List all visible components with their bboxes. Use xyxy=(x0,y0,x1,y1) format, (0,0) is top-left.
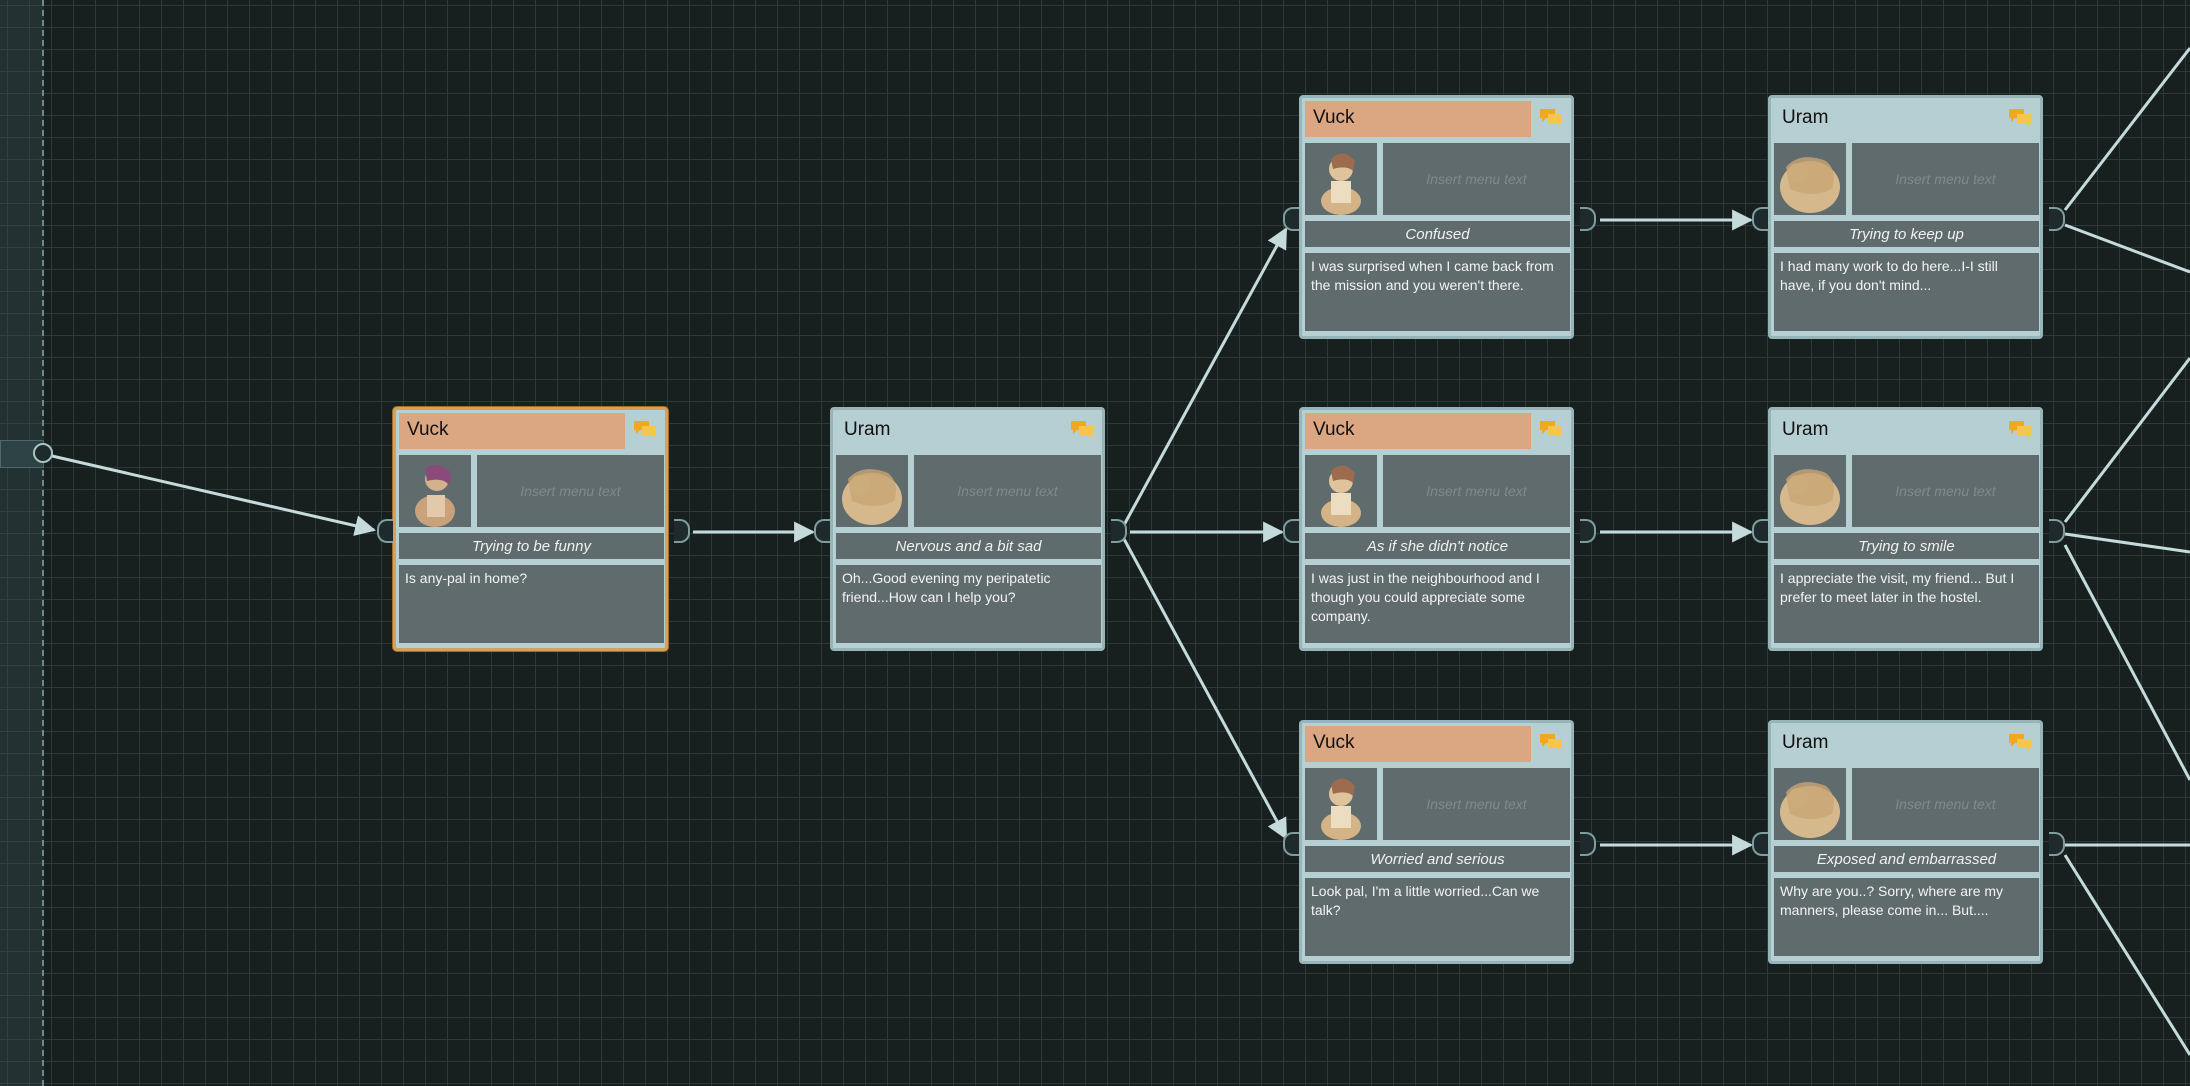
output-port[interactable] xyxy=(2049,207,2065,231)
speech-bubble-icon[interactable] xyxy=(2007,107,2033,127)
dialogue-node[interactable]: Vuck Insert menu text As if she didn't n… xyxy=(1299,407,1574,651)
menu-text-field[interactable]: Insert menu text xyxy=(1852,143,2039,215)
input-port[interactable] xyxy=(1283,519,1299,543)
output-port[interactable] xyxy=(674,519,690,543)
dialogue-node[interactable]: Vuck Insert menu text Worried and seriou… xyxy=(1299,720,1574,964)
node-header: Vuck xyxy=(1305,101,1531,137)
connection-start-to-node-1 xyxy=(52,456,374,530)
mood-label[interactable]: Worried and serious xyxy=(1305,846,1570,872)
node-header: Uram xyxy=(1774,726,2000,762)
menu-text-field[interactable]: Insert menu text xyxy=(477,455,664,527)
mood-label[interactable]: Confused xyxy=(1305,221,1570,247)
mood-label[interactable]: Exposed and embarrassed xyxy=(1774,846,2039,872)
menu-text-field[interactable]: Insert menu text xyxy=(1383,768,1570,840)
dialogue-node[interactable]: Vuck Insert menu text Confused I was sur… xyxy=(1299,95,1574,339)
input-port[interactable] xyxy=(1752,207,1768,231)
dialogue-text[interactable]: Why are you..? Sorry, where are my manne… xyxy=(1774,878,2039,956)
dialogue-node[interactable]: Uram Insert menu text Trying to smile I … xyxy=(1768,407,2043,651)
node-header: Uram xyxy=(1774,101,2000,137)
speaker-portrait[interactable] xyxy=(1774,768,1846,840)
dialogue-text[interactable]: Is any-pal in home? xyxy=(399,565,664,643)
connection-6-offscreen-b xyxy=(2065,534,2190,552)
dialogue-text[interactable]: I was surprised when I came back from th… xyxy=(1305,253,1570,331)
speaker-name: Vuck xyxy=(1313,732,1355,754)
connection-2-to-3 xyxy=(1124,229,1286,525)
mood-label[interactable]: Nervous and a bit sad xyxy=(836,533,1101,559)
node-header: Vuck xyxy=(1305,413,1531,449)
dialogue-node[interactable]: Uram Insert menu text Trying to keep up … xyxy=(1768,95,2043,339)
output-port[interactable] xyxy=(2049,519,2065,543)
speaker-name: Vuck xyxy=(1313,419,1355,441)
connection-2-to-7 xyxy=(1124,539,1286,838)
input-port[interactable] xyxy=(814,519,830,543)
speech-bubble-icon[interactable] xyxy=(1538,419,1564,439)
output-port[interactable] xyxy=(1580,207,1596,231)
input-port[interactable] xyxy=(1283,832,1299,856)
menu-text-field[interactable]: Insert menu text xyxy=(1383,143,1570,215)
speaker-name: Uram xyxy=(844,419,890,441)
connection-6-offscreen-c xyxy=(2065,545,2190,780)
mood-label[interactable]: Trying to keep up xyxy=(1774,221,2039,247)
dialogue-text[interactable]: Look pal, I'm a little worried...Can we … xyxy=(1305,878,1570,956)
speech-bubble-icon[interactable] xyxy=(1538,107,1564,127)
speech-bubble-icon[interactable] xyxy=(1069,419,1095,439)
dialogue-text[interactable]: I was just in the neighbourhood and I th… xyxy=(1305,565,1570,643)
node-header: Vuck xyxy=(1305,726,1531,762)
node-header: Uram xyxy=(836,413,1062,449)
connection-4-offscreen-a xyxy=(2065,48,2190,210)
speaker-name: Vuck xyxy=(407,419,449,441)
speech-bubble-icon[interactable] xyxy=(2007,419,2033,439)
node-header: Uram xyxy=(1774,413,2000,449)
menu-text-field[interactable]: Insert menu text xyxy=(1852,455,2039,527)
dialogue-node[interactable]: Vuck Insert menu text Trying to be funny… xyxy=(393,407,668,651)
speaker-portrait[interactable] xyxy=(1774,143,1846,215)
speaker-portrait[interactable] xyxy=(1305,455,1377,527)
mood-label[interactable]: Trying to be funny xyxy=(399,533,664,559)
speech-bubble-icon[interactable] xyxy=(2007,732,2033,752)
output-port[interactable] xyxy=(1111,519,1127,543)
speaker-portrait[interactable] xyxy=(1305,143,1377,215)
dialogue-node[interactable]: Uram Insert menu text Exposed and embarr… xyxy=(1768,720,2043,964)
dialogue-node[interactable]: Uram Insert menu text Nervous and a bit … xyxy=(830,407,1105,651)
menu-text-field[interactable]: Insert menu text xyxy=(914,455,1101,527)
mood-label[interactable]: Trying to smile xyxy=(1774,533,2039,559)
menu-text-field[interactable]: Insert menu text xyxy=(1852,768,2039,840)
input-port[interactable] xyxy=(377,519,393,543)
connection-8-offscreen-b xyxy=(2065,855,2190,1055)
speaker-name: Uram xyxy=(1782,732,1828,754)
speaker-portrait[interactable] xyxy=(1774,455,1846,527)
speaker-portrait[interactable] xyxy=(399,455,471,527)
connection-4-offscreen-b xyxy=(2065,225,2190,272)
speaker-name: Uram xyxy=(1782,107,1828,129)
connection-6-offscreen-a xyxy=(2065,358,2190,522)
node-header: Vuck xyxy=(399,413,625,449)
dialogue-text[interactable]: Oh...Good evening my peripatetic friend.… xyxy=(836,565,1101,643)
mood-label[interactable]: As if she didn't notice xyxy=(1305,533,1570,559)
input-port[interactable] xyxy=(1283,207,1299,231)
speaker-name: Vuck xyxy=(1313,107,1355,129)
dialogue-text[interactable]: I appreciate the visit, my friend... But… xyxy=(1774,565,2039,643)
output-port[interactable] xyxy=(2049,832,2065,856)
menu-text-field[interactable]: Insert menu text xyxy=(1383,455,1570,527)
input-port[interactable] xyxy=(1752,832,1768,856)
speaker-name: Uram xyxy=(1782,419,1828,441)
output-port[interactable] xyxy=(1580,519,1596,543)
speaker-portrait[interactable] xyxy=(836,455,908,527)
speaker-portrait[interactable] xyxy=(1305,768,1377,840)
output-port[interactable] xyxy=(1580,832,1596,856)
speech-bubble-icon[interactable] xyxy=(1538,732,1564,752)
speech-bubble-icon[interactable] xyxy=(632,419,658,439)
start-port[interactable] xyxy=(33,443,53,463)
input-port[interactable] xyxy=(1752,519,1768,543)
dialogue-text[interactable]: I had many work to do here...I-I still h… xyxy=(1774,253,2039,331)
